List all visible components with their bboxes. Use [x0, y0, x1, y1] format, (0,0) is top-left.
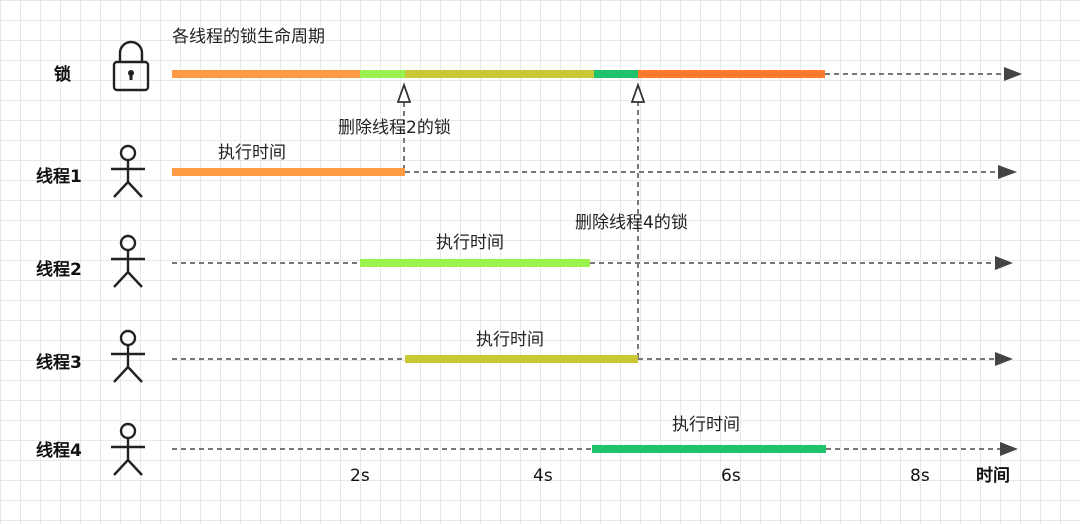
thread4-label: 线程4 — [36, 440, 82, 461]
thread4-arrowhead — [1000, 442, 1018, 456]
delete-lock-4-arrowhead — [630, 82, 646, 103]
thread1-arrowhead — [998, 165, 1017, 179]
axis-tick: 6s — [721, 466, 741, 486]
thread1-label: 线程1 — [36, 166, 82, 187]
stick-figure-icon — [111, 144, 145, 198]
lock-row-label: 锁 — [54, 64, 71, 85]
stick-figure-icon — [111, 422, 145, 476]
lock-icon — [112, 40, 150, 92]
thread1-exec-label: 执行时间 — [218, 143, 286, 163]
stick-figure-icon — [111, 234, 145, 288]
delete-lock-2-arrowhead — [396, 82, 412, 103]
delete-lock-2-label: 删除线程2的锁 — [338, 118, 451, 138]
thread3-exec-label: 执行时间 — [476, 330, 544, 350]
stick-figure-icon — [111, 329, 145, 383]
thread4-exec-label: 执行时间 — [672, 415, 740, 435]
thread3-label: 线程3 — [36, 352, 82, 373]
axis-tick: 8s — [910, 466, 930, 486]
lock-arrowhead — [1004, 67, 1022, 81]
time-axis-name: 时间 — [976, 465, 1010, 486]
axis-tick: 2s — [350, 466, 370, 486]
thread2-arrowhead — [995, 256, 1013, 270]
delete-lock-4-label: 删除线程4的锁 — [575, 213, 688, 233]
diagram-title: 各线程的锁生命周期 — [172, 27, 325, 47]
thread3-arrowhead — [995, 352, 1013, 366]
axis-tick: 4s — [533, 466, 553, 486]
thread2-label: 线程2 — [36, 259, 82, 280]
thread2-exec-label: 执行时间 — [436, 233, 504, 253]
